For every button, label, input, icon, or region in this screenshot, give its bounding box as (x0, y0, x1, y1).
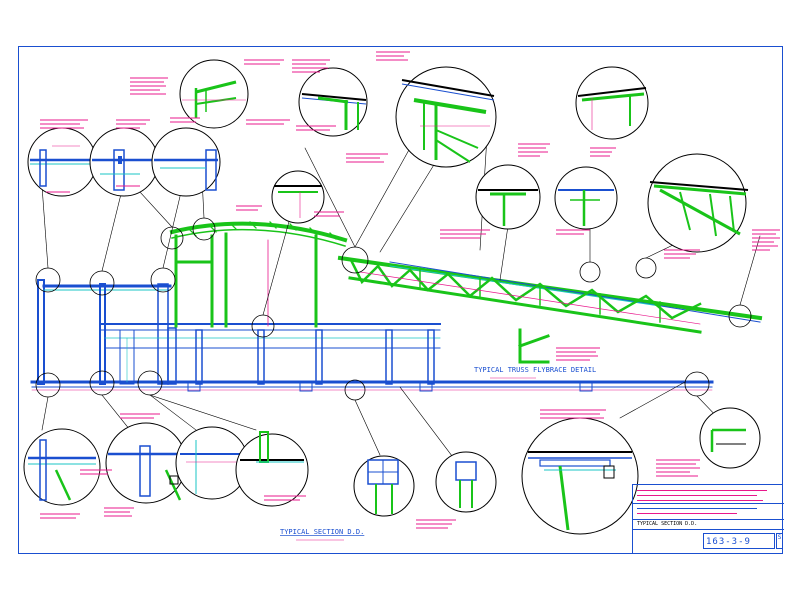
detail-circle-b5 (353, 455, 415, 517)
detail-title: TYPICAL TRUSS FLYBRACE DETAIL (474, 366, 596, 374)
detail-circle-b2 (105, 422, 187, 504)
detail-circle-b1 (23, 428, 101, 506)
sheet-border (18, 46, 783, 554)
detail-circle-eave (575, 66, 649, 140)
title-block: TYPICAL SECTION D.D. S (632, 484, 784, 554)
title-divider-2 (633, 519, 784, 520)
sheet-number: 163-3-9 (706, 537, 751, 547)
detail-circle-truss-end (647, 153, 749, 253)
detail-circle-roof (298, 67, 368, 137)
detail-circles (23, 59, 761, 535)
detail-circle-gutter (179, 59, 249, 129)
detail-circle-b4 (235, 431, 309, 507)
revision: S (776, 533, 783, 549)
section-title: TYPICAL SECTION D.D. (280, 528, 364, 536)
sheet-number-box (703, 533, 775, 549)
detail-circle-3 (151, 127, 221, 197)
detail-circle-roof-edge (271, 170, 325, 224)
titles: TYPICAL SECTION D.D. TYPICAL TRUSS FLYBR… (280, 366, 596, 541)
detail-circle-b7 (521, 417, 639, 535)
detail-circle-bracket (554, 166, 618, 230)
detail-circle-b6 (435, 451, 497, 513)
detail-circle-purlin (475, 164, 541, 230)
project-description (637, 488, 777, 504)
detail-circle-ridge (395, 66, 497, 168)
sheet-title: TYPICAL SECTION D.D. (637, 521, 698, 527)
detail-circle-1 (27, 127, 97, 197)
main-section (30, 119, 763, 457)
title-divider-3 (633, 529, 784, 530)
detail-circle-b8 (699, 407, 761, 469)
title-divider-1 (633, 503, 784, 504)
architect-block (637, 506, 777, 518)
annotation-notes (40, 51, 780, 529)
